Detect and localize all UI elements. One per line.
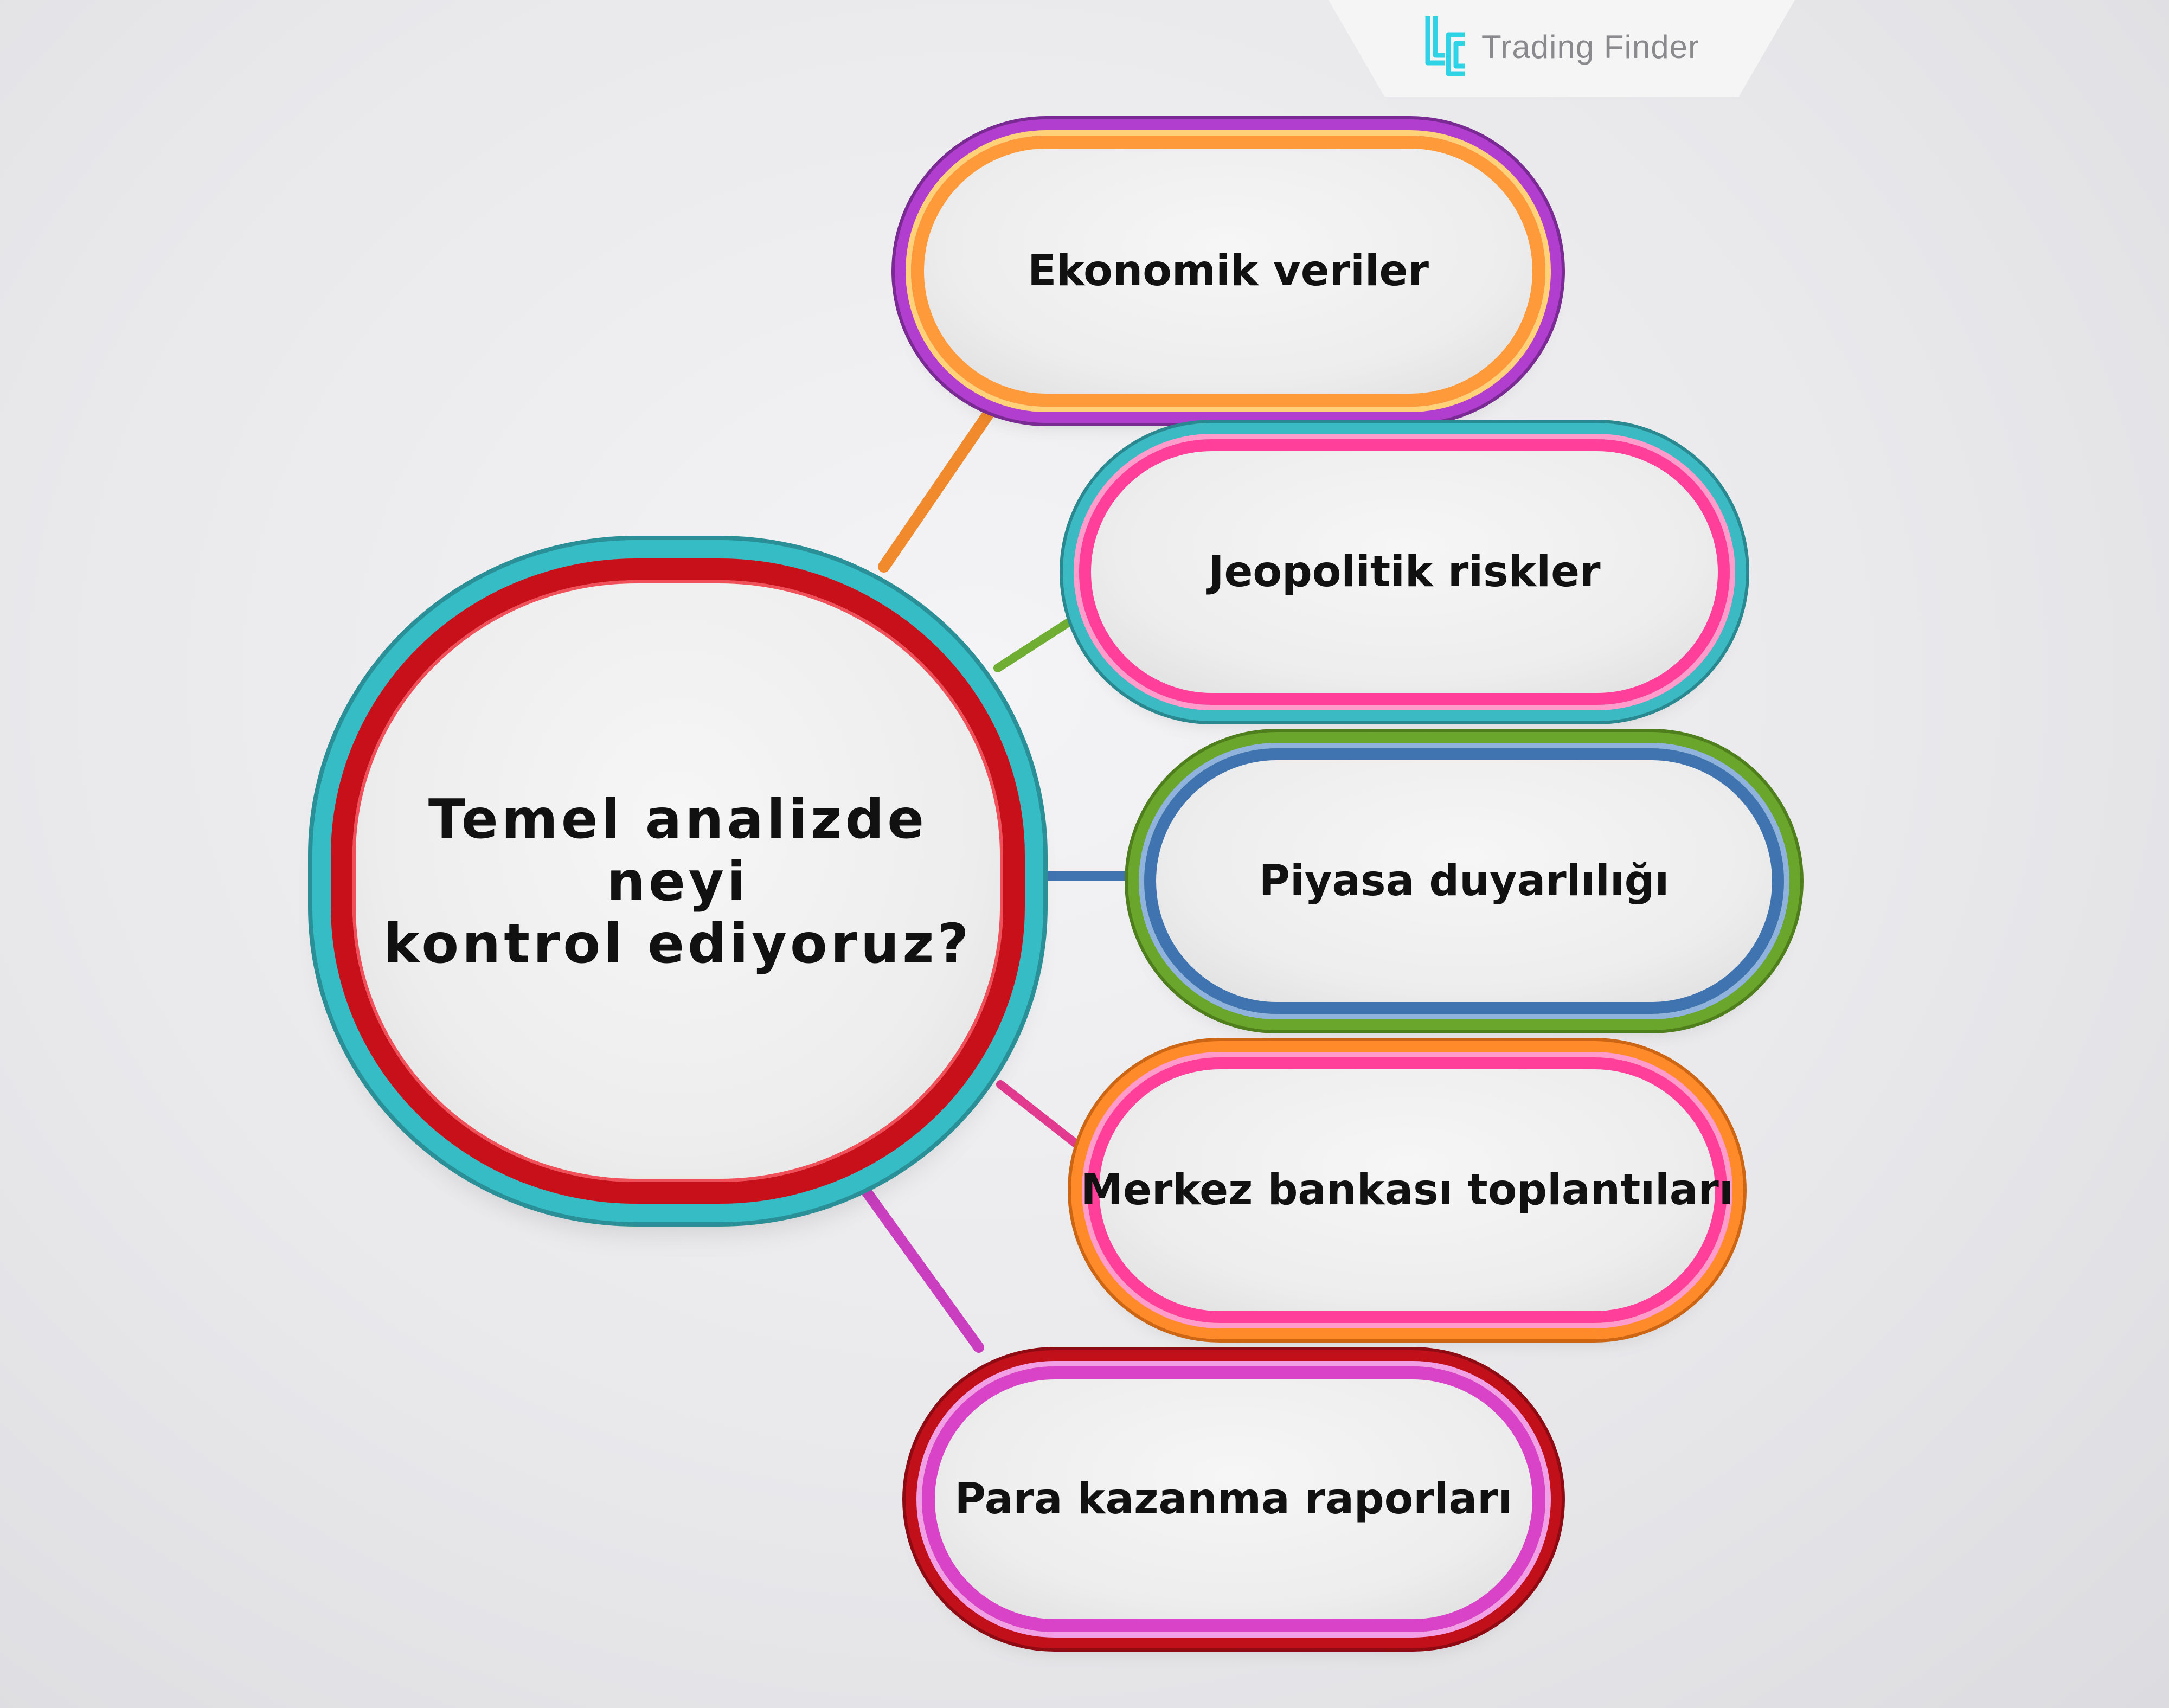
central-question-node: Temel analizde neyi kontrol ediyoruz? — [331, 558, 1025, 1204]
central-question-line-1: Temel analizde neyi — [428, 787, 928, 913]
central-question-line-2: kontrol ediyoruz? — [383, 911, 972, 975]
central-question-text: Temel analizde neyi kontrol ediyoruz? — [352, 788, 1003, 975]
connector-4 — [996, 1080, 1081, 1148]
item-label: Jeopolitik riskler — [1208, 548, 1601, 596]
connector-5 — [854, 1177, 984, 1353]
item-label: Merkez bankası toplantıları — [1081, 1166, 1734, 1215]
item-node-jeopolitik-riskler: Jeopolitik riskler — [1079, 439, 1730, 705]
item-label: Ekonomik veriler — [1028, 247, 1429, 296]
item-label: Piyasa duyarlılığı — [1259, 857, 1670, 906]
item-node-ekonomik-veriler: Ekonomik veriler — [911, 136, 1545, 407]
brand-tab — [1329, 0, 1795, 97]
connector-2 — [993, 617, 1075, 672]
item-node-piyasa-duyarliligi: Piyasa duyarlılığı — [1144, 748, 1784, 1014]
item-label: Para kazanma raporları — [954, 1475, 1513, 1524]
item-node-para-kazanma-raporlari: Para kazanma raporları — [922, 1366, 1545, 1632]
connector-1 — [878, 406, 996, 573]
brand-name: Trading Finder — [1481, 29, 1699, 65]
tf-logo-icon — [1425, 16, 1465, 76]
item-node-merkez-bankasi-toplantilari: Merkez bankası toplantıları — [1081, 1057, 1734, 1323]
